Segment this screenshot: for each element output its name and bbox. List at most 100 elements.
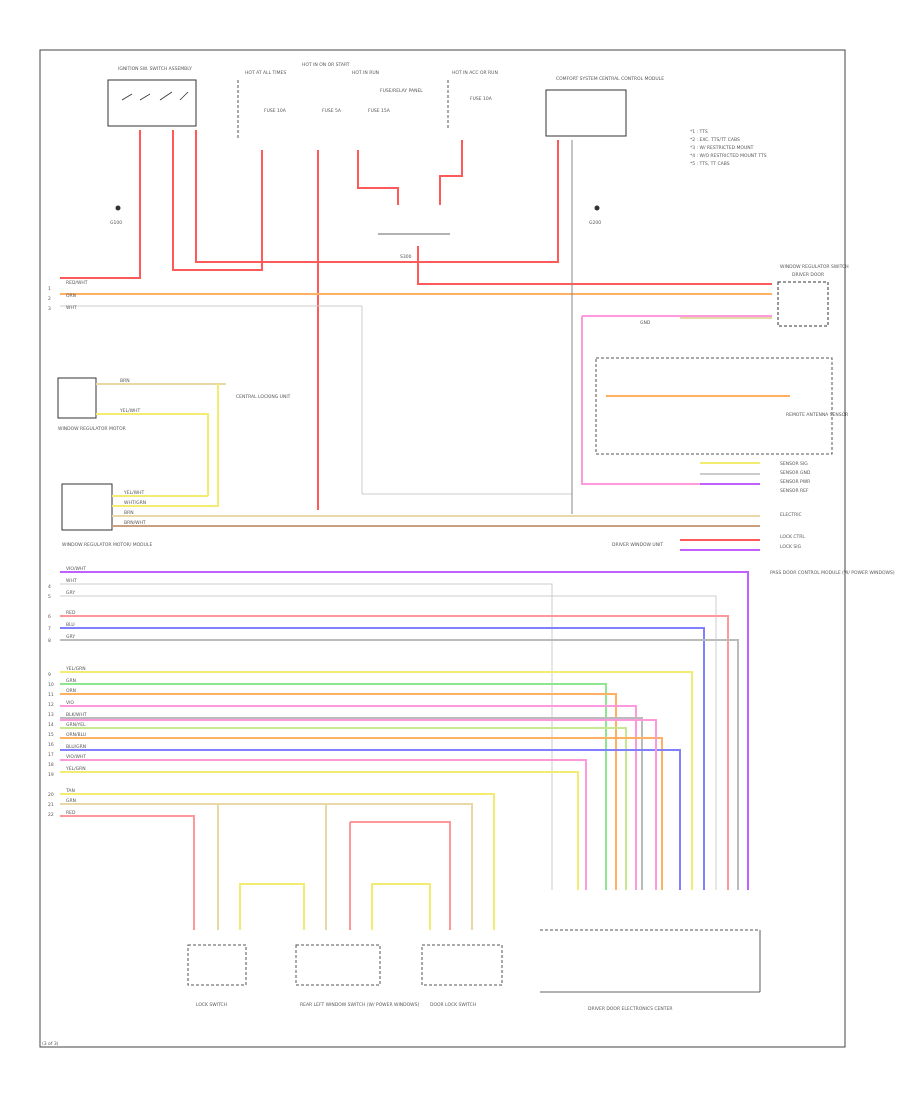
ground-1-label: G100 [110,220,122,226]
switch-c-box [421,944,503,986]
legend-line-3: *3 : W/ RESTRICTED MOUNT [690,145,754,151]
pin-big-5: 13 [48,712,54,718]
pin-big-2: 10 [48,682,54,688]
ignition-switch-label: IGNITION SW. SWITCH ASSEMBLY [118,66,192,72]
wire-label-b3: RED [66,810,76,816]
legend-line-5: *5 : TTS, TT CABS [690,161,730,167]
wire-label-top-2: ORN [66,293,76,299]
fuse-1-label: FUSE 10A [264,108,287,114]
fuse-column-2: HOT IN ON OR START FUSE 5A [302,62,350,114]
pin-big-6: 14 [48,722,54,728]
wire-label-d1: YEL/WHT [123,490,144,496]
pin-mid-b-3: 8 [48,638,51,644]
wire-group-q [60,671,693,890]
wire-label-q5: BLK/WHT [66,712,87,718]
wire-gray-m3 [60,595,717,890]
wire-b1 [60,793,495,930]
switch-b-label: REAR LEFT WINDOW SWITCH (W/ POWER WINDOW… [300,1002,419,1008]
hot-run-4-label: HOT IN ACC OR RUN [452,70,498,76]
wire-label-q4: VIO [66,700,74,706]
wire-red-f [357,150,399,205]
wire-red-d [417,246,772,285]
wire-label-m2: WHT [66,578,77,584]
diagram-frame [39,49,846,1048]
pin-left-3: 3 [48,306,51,312]
bus-pink-down [581,316,760,485]
wire-group-p [60,615,739,890]
wire-labels-q: YEL/GRN GRN ORN VIO BLK/WHT GRN/YEL ORN/… [65,666,87,772]
pin-left-1: 1 [48,286,51,292]
pin-mid-b-1: 6 [48,614,51,620]
right-label-b: SENSOR GND [780,470,811,476]
right-module-label: PASS DOOR CONTROL MODULE (W/ POWER WINDO… [770,570,895,576]
driver-door-switch-label: WINDOW REGULATOR SWITCH [780,264,849,270]
pin-mid-a-1: 4 [48,584,51,590]
wire-label-s1: BRN [120,378,130,384]
ground-small-label: GND [640,320,651,326]
wire-q5 [60,717,643,890]
hot-run-3-label: HOT IN RUN [352,70,379,76]
ground-2-dot [594,205,600,211]
wire-label-p1: RED [66,610,76,616]
wire-red-b [172,130,263,271]
right-label-g: LOCK SIG [780,544,802,550]
window-regulator-module-label: WINDOW REGULATOR MOTOR/ MODULE [62,542,152,548]
right-label-a: SENSOR SIG [780,461,808,467]
wire-b3 [60,815,195,930]
wire-q1 [60,671,693,890]
pin-bottom-3: 22 [48,812,54,818]
ground-1-dot [115,205,121,211]
hot-run-2-label: HOT IN ON OR START [302,62,350,68]
wire-label-d3: BRN [124,510,134,516]
door-electronics-center: DRIVER DOOR ELECTRONICS CENTER [540,929,761,1012]
wire-q7 [60,737,663,890]
wire-label-top-3: WHT [66,305,77,311]
window-regulator-module: WINDOW REGULATOR MOTOR/ MODULE YEL/WHT W… [61,384,760,548]
switch-a-label: LOCK SWITCH [196,1002,227,1008]
wire-label-d2: WHT/GRN [124,500,146,506]
lock-unit-label: CENTRAL LOCKING UNIT [236,394,291,400]
legend-line-2: *2 : EXC. TTS/TT CABS [690,137,740,143]
ignition-switch-box [107,79,197,127]
wire-white-m2 [60,583,553,890]
pin-bottom-2: 21 [48,802,54,808]
fuse-4-label: FUSE 10A [470,96,493,102]
wire-red-c [195,130,559,263]
wire-p1 [60,615,729,890]
wire-label-top-1: RED/WHT [66,280,88,286]
wire-b3b [350,821,451,930]
splice-label: S300 [400,254,412,260]
ground-2-label: G200 [589,220,601,226]
pin-big-9: 17 [48,752,54,758]
central-control-module-label: COMFORT SYSTEM CENTRAL CONTROL MODULE [556,76,664,82]
switch-a-box [187,944,247,986]
wire-p2 [60,627,705,890]
remote-antenna-sensor-label: REMOTE ANTENNA SENSOR [786,412,848,418]
wire-label-q2: GRN [66,678,76,684]
wire-q6 [60,727,627,890]
wire-label-b2: GRN [66,798,76,804]
right-label-f: LOCK CTRL [780,534,805,540]
fuse-column-3: HOT IN RUN FUSE 15A [352,70,391,114]
ground-1: G100 [110,205,122,226]
wire-p3 [60,639,739,890]
wire-label-s2: YEL/WHT [119,408,140,414]
central-control-module: COMFORT SYSTEM CENTRAL CONTROL MODULE [545,76,664,137]
pin-big-10: 18 [48,762,54,768]
wire-q2 [60,683,607,890]
fuse-block-label: FUSE/RELAY PANEL [380,88,423,94]
wire-red-a [60,130,141,279]
pin-bottom-1: 20 [48,792,54,798]
power-wires [60,130,772,510]
pin-numbers-big: 9 10 11 12 13 14 15 16 17 18 19 [48,672,54,778]
wire-q10 [60,771,579,890]
pin-big-3: 11 [48,692,54,698]
wire-q8 [60,749,681,890]
pin-left-2: 2 [48,296,51,302]
right-pin-labels: SENSOR SIG SENSOR GND SENSOR PWR SENSOR … [780,461,811,550]
wire-label-p2: BLU [66,622,75,628]
switch-c: DOOR LOCK SWITCH [421,944,503,1008]
wire-b7 [239,883,305,930]
driver-door-switch-sub: DRIVER DOOR [792,272,824,278]
